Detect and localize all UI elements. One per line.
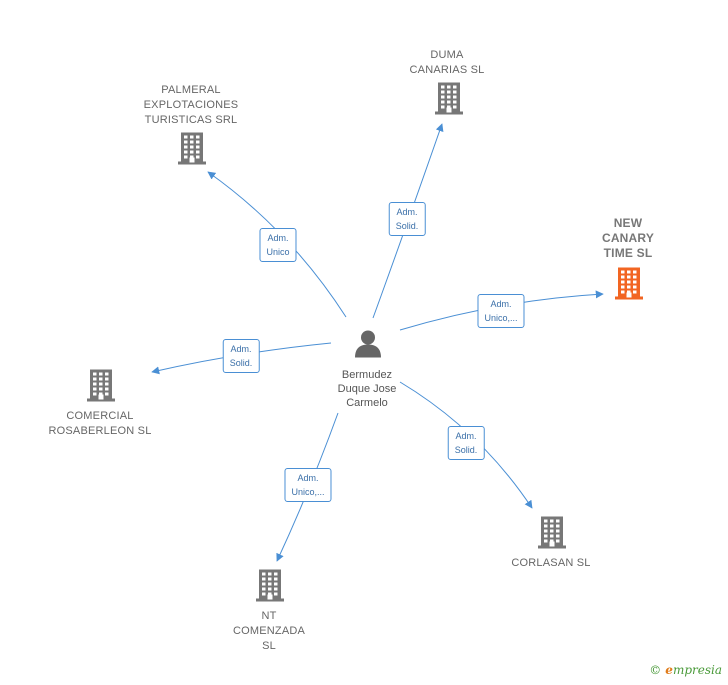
brand-logo-initial: e — [665, 663, 673, 677]
person-icon[interactable] — [353, 329, 383, 364]
person-label[interactable]: Bermudez Duque Jose Carmelo — [337, 369, 397, 409]
building-icon[interactable] — [538, 515, 566, 554]
company-label-palmeral[interactable]: PALMERAL EXPLOTACIONES TURISTICAS SRL — [143, 84, 239, 126]
company-label-corlasan[interactable]: CORLASAN SL — [511, 557, 591, 569]
edge-label-comercial: Adm. Solid. — [222, 339, 260, 373]
building-icon[interactable] — [435, 81, 463, 120]
edge-label-palmeral: Adm. Unico — [259, 228, 297, 262]
edge-label-newcanary: Adm. Unico,... — [477, 294, 525, 328]
building-icon[interactable] — [615, 266, 643, 305]
company-label-comenzada[interactable]: NT COMENZADA SL — [232, 610, 306, 652]
company-label-duma[interactable]: DUMA CANARIAS SL — [409, 49, 485, 76]
building-icon[interactable] — [256, 568, 284, 607]
edge-label-corlasan: Adm. Solid. — [447, 426, 485, 460]
edge-label-comenzada: Adm. Unico,... — [284, 468, 332, 502]
edge-label-duma: Adm. Solid. — [388, 202, 426, 236]
copyright-footer: ©empresia — [649, 663, 722, 677]
building-icon[interactable] — [178, 131, 206, 170]
company-label-newcanary[interactable]: NEW CANARY TIME SL — [601, 216, 655, 260]
company-label-comercial[interactable]: COMERCIAL ROSABERLEON SL — [48, 410, 152, 437]
brand-logo-text: mpresia — [672, 663, 722, 677]
building-icon[interactable] — [87, 368, 115, 407]
copyright-icon: © — [649, 663, 662, 677]
